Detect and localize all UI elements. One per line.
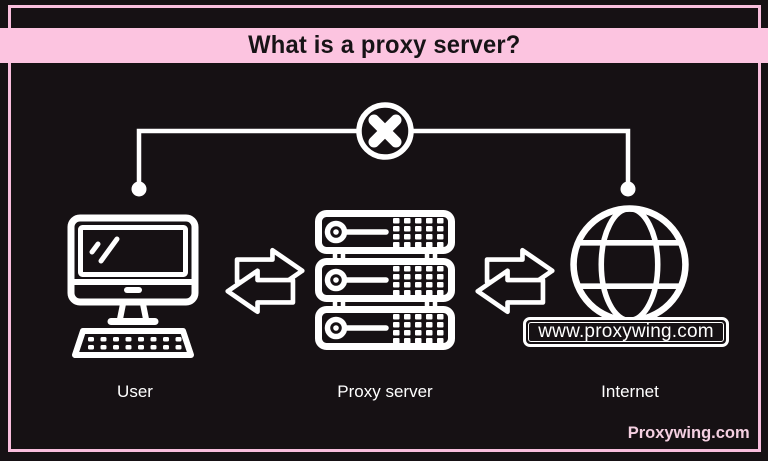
desktop-computer-icon — [67, 214, 199, 358]
globe-icon — [570, 205, 689, 324]
swap-arrows-icon — [475, 247, 555, 315]
brand-watermark: Proxywing.com — [628, 423, 750, 442]
address-box: www.proxywing.com — [523, 317, 729, 347]
outer-pink-frame — [8, 5, 761, 452]
swap-arrows-icon — [225, 247, 305, 315]
blocked-x-icon — [356, 102, 414, 160]
keyboard-keys — [88, 337, 182, 350]
server-rack-icon — [315, 210, 455, 350]
title-banner: What is a proxy server? — [0, 28, 768, 63]
address-box-inner-border: www.proxywing.com — [528, 321, 724, 342]
label-user: User — [117, 382, 153, 401]
website-url: www.proxywing.com — [538, 321, 714, 342]
label-internet: Internet — [601, 382, 659, 401]
label-proxy-server: Proxy server — [337, 382, 433, 401]
page-title: What is a proxy server? — [247, 31, 521, 59]
